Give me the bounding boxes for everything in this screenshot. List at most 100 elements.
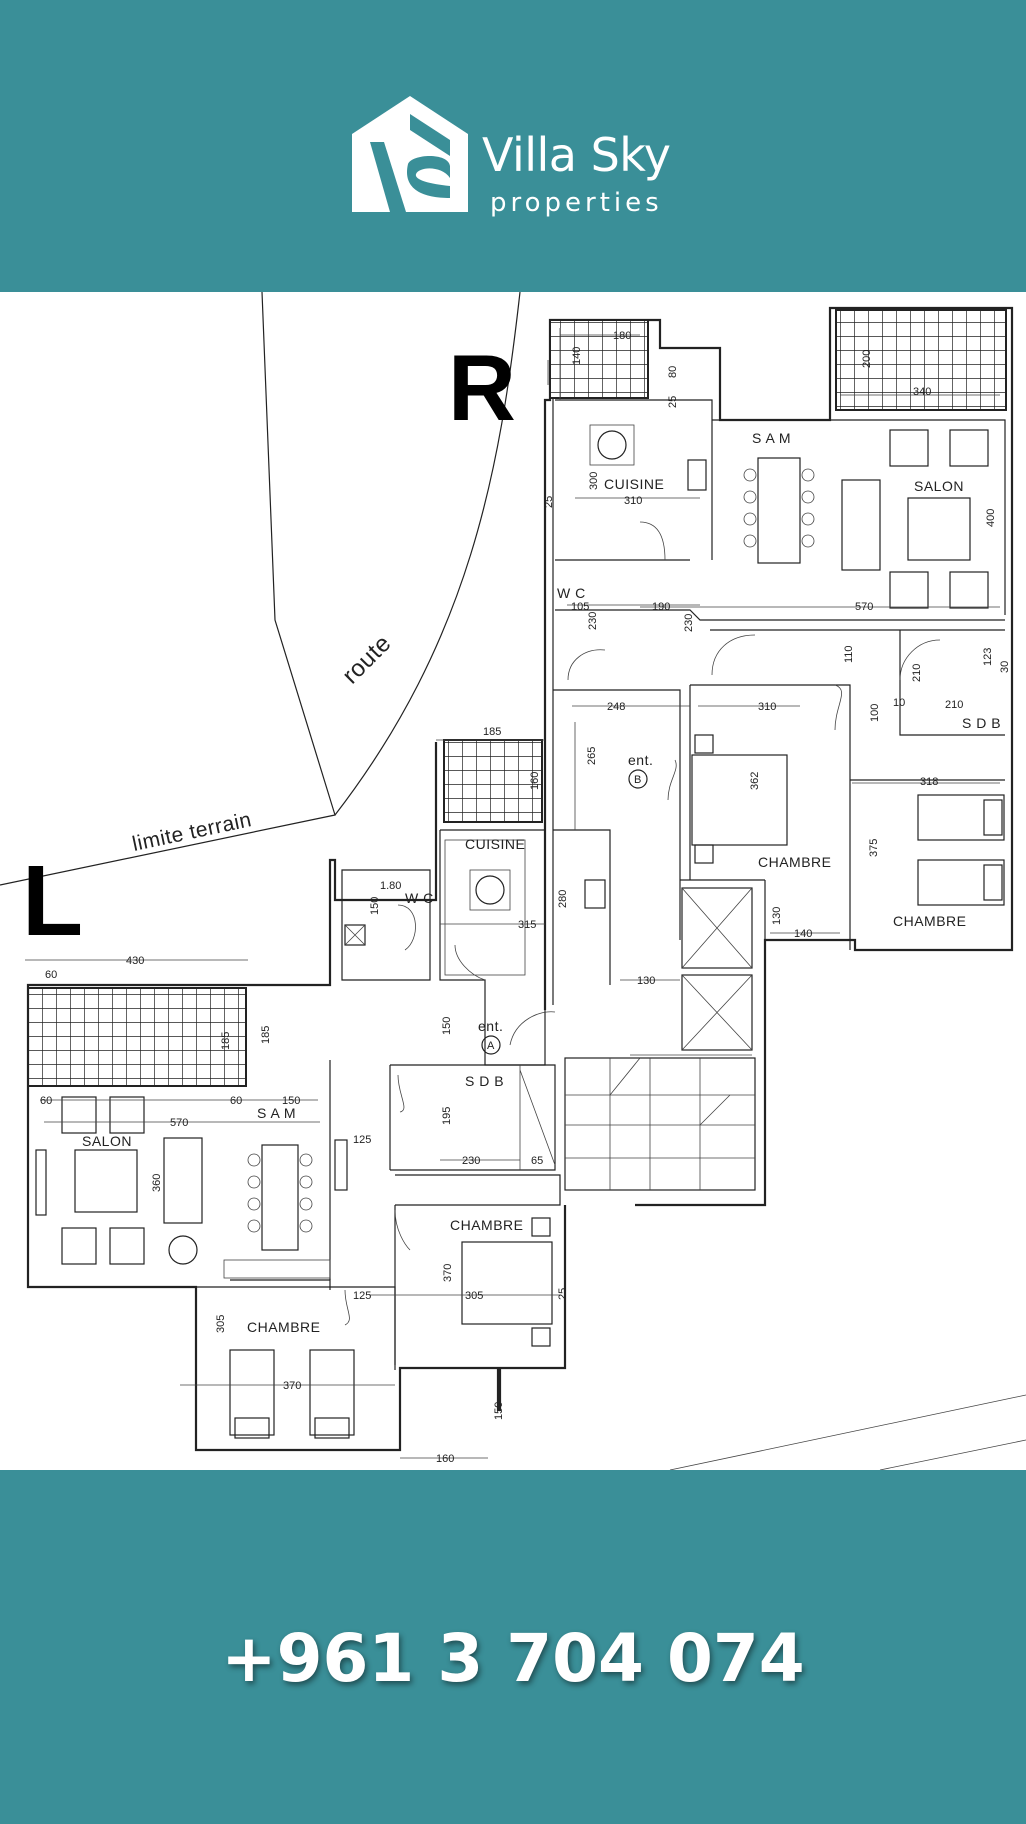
dim-375: 375 <box>868 839 880 857</box>
dim-305-a: 305 <box>465 1290 483 1302</box>
balcony-r-salon <box>835 309 1007 411</box>
dim-105: 105 <box>571 601 589 613</box>
dim-360: 360 <box>151 1174 163 1192</box>
dim-362: 362 <box>749 772 761 790</box>
room-l-salon: SALON <box>82 1133 132 1149</box>
room-r-sdb: S D B <box>962 715 1001 731</box>
apartment-r-walls <box>543 306 1014 1207</box>
dim-160-b: 160 <box>436 1453 454 1465</box>
entrance-r-label: ent. <box>628 752 653 768</box>
room-r-cuisine: CUISINE <box>604 476 664 492</box>
dim-160-a: 160 <box>529 772 541 790</box>
boundary-label: limite terrain <box>130 808 254 856</box>
room-l-sdb: S D B <box>465 1073 504 1089</box>
dim-140: 140 <box>571 347 583 365</box>
dim-195: 195 <box>441 1107 453 1125</box>
dim-25-a: 25 <box>667 396 679 408</box>
dim-190: 190 <box>652 601 670 613</box>
dim-318: 318 <box>920 776 938 788</box>
room-l-chambre-1: CHAMBRE <box>450 1217 524 1233</box>
villa-sky-logo-icon <box>352 96 468 212</box>
dim-130-b: 130 <box>637 975 655 987</box>
dim-200: 200 <box>861 350 873 368</box>
dim-315: 315 <box>518 919 536 931</box>
dim-110: 110 <box>843 645 855 663</box>
apartment-l-walls <box>26 742 756 1452</box>
phone-number[interactable]: +961 3 704 074 <box>221 1620 805 1697</box>
dim-80: 80 <box>667 366 679 378</box>
dim-230-a: 230 <box>587 612 599 630</box>
room-r-chambre-1: CHAMBRE <box>758 854 832 870</box>
dim-150-a: 150 <box>369 897 381 915</box>
dim-265: 265 <box>586 747 598 765</box>
room-r-chambre-2: CHAMBRE <box>893 913 967 929</box>
balcony-r-kitchen <box>549 319 649 399</box>
dim-305-b: 305 <box>215 1315 227 1333</box>
dim-25-c: 25 <box>557 1288 569 1300</box>
dim-125-a: 125 <box>353 1134 371 1146</box>
apartment-r-label: R <box>448 335 516 440</box>
floor-plan-drawing: R L route limite terrain CUISINE S A M S… <box>0 292 1026 1470</box>
room-r-salon: SALON <box>914 478 964 494</box>
room-l-cuisine: CUISINE <box>465 836 525 852</box>
dim-280: 280 <box>557 890 569 908</box>
dim-65: 65 <box>531 1155 543 1167</box>
dim-430: 430 <box>126 955 144 967</box>
dim-185-c: 185 <box>260 1026 272 1044</box>
balcony-l-kitchen <box>443 739 543 823</box>
dim-130-a: 130 <box>771 907 783 925</box>
road-label: route <box>337 630 397 690</box>
dim-140-b: 140 <box>794 928 812 940</box>
dim-1-80: 1.80 <box>380 880 401 892</box>
dim-210-a: 210 <box>911 664 923 682</box>
entrance-l-label: ent. <box>478 1018 503 1034</box>
dim-100: 100 <box>869 704 881 722</box>
room-l-wc: W C <box>405 890 434 906</box>
dim-185-b: 185 <box>220 1032 232 1050</box>
dim-150-b: 150 <box>282 1095 300 1107</box>
dim-180: 180 <box>613 330 631 342</box>
apartment-l-furniture <box>35 869 606 1439</box>
room-r-sam: S A M <box>752 430 791 446</box>
dim-230-b: 230 <box>683 614 695 632</box>
dim-370-b: 370 <box>283 1380 301 1392</box>
dim-25-b: 25 <box>543 496 555 508</box>
dim-150-d: 150 <box>493 1402 505 1420</box>
apartment-l-label: L <box>22 845 83 957</box>
apartment-r-furniture <box>567 424 1005 1056</box>
room-r-wc: W C <box>557 585 586 601</box>
balcony-l-salon <box>27 987 247 1087</box>
dim-10: 10 <box>893 697 905 709</box>
entrance-l-mark: A <box>487 1040 495 1052</box>
dim-300: 300 <box>588 472 600 490</box>
dim-310-b: 310 <box>758 701 776 713</box>
dim-230-c: 230 <box>462 1155 480 1167</box>
dimension-lines <box>25 328 1000 1459</box>
dim-185-a: 185 <box>483 726 501 738</box>
footer-banner: +961 3 704 074 <box>0 1470 1026 1824</box>
dim-60-a: 60 <box>45 969 57 981</box>
room-l-sam: S A M <box>257 1105 296 1121</box>
brand-name: Villa Sky <box>482 128 671 182</box>
dim-570-b: 570 <box>170 1117 188 1129</box>
dim-125-b: 125 <box>353 1290 371 1302</box>
dim-30: 30 <box>999 661 1011 673</box>
dim-60-b: 60 <box>40 1095 52 1107</box>
dim-123: 123 <box>982 648 994 666</box>
site-boundary <box>0 292 1026 1470</box>
brand-tagline: properties <box>490 188 663 218</box>
floor-plan: R L route limite terrain CUISINE S A M S… <box>0 292 1026 1470</box>
dim-248: 248 <box>607 701 625 713</box>
dim-150-c: 150 <box>441 1017 453 1035</box>
entrance-r-marker-icon <box>628 769 648 789</box>
dim-570-a: 570 <box>855 601 873 613</box>
header-banner: Villa Sky properties <box>0 0 1026 292</box>
dim-400: 400 <box>985 509 997 527</box>
dim-60-c: 60 <box>230 1095 242 1107</box>
entrance-r-mark: B <box>634 774 641 786</box>
room-l-chambre-2: CHAMBRE <box>247 1319 321 1335</box>
dim-370-a: 370 <box>442 1264 454 1282</box>
dim-210-b: 210 <box>945 699 963 711</box>
dim-340: 340 <box>913 386 931 398</box>
entrance-l-marker-icon <box>481 1035 501 1055</box>
